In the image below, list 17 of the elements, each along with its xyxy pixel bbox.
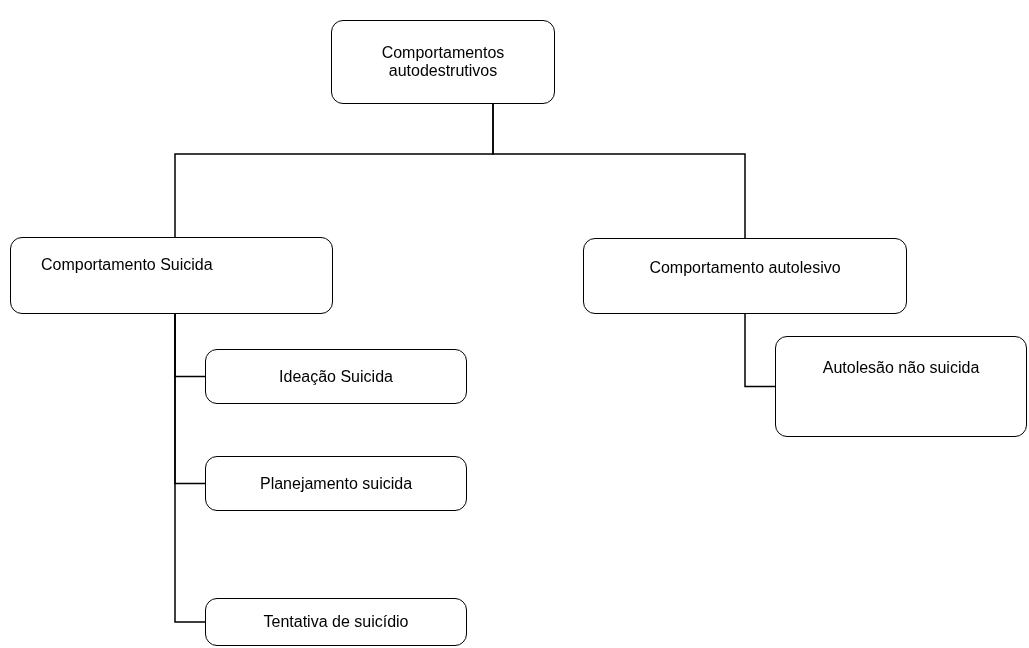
box-label: Comportamento autolesivo bbox=[649, 259, 841, 277]
box-label: Autolesão não suicida bbox=[822, 359, 980, 377]
connector-line bbox=[492, 103, 746, 239]
rounded-box bbox=[775, 336, 1027, 437]
box-label: Ideação Suicida bbox=[279, 367, 393, 386]
rounded-box bbox=[331, 20, 555, 104]
connector-line bbox=[744, 313, 776, 388]
rounded-box bbox=[205, 456, 467, 511]
box-label: Planejamento suicida bbox=[259, 474, 413, 493]
rounded-box bbox=[583, 238, 907, 314]
connector-line bbox=[174, 313, 206, 623]
box-label: Comportamento Suicida bbox=[41, 256, 213, 274]
rounded-box bbox=[205, 349, 467, 404]
box-label: Tentativa de suicídio bbox=[263, 613, 409, 631]
rounded-box bbox=[10, 237, 333, 314]
box-label: Comportamentos autodestrutivos bbox=[380, 44, 506, 80]
rounded-box bbox=[205, 598, 467, 646]
